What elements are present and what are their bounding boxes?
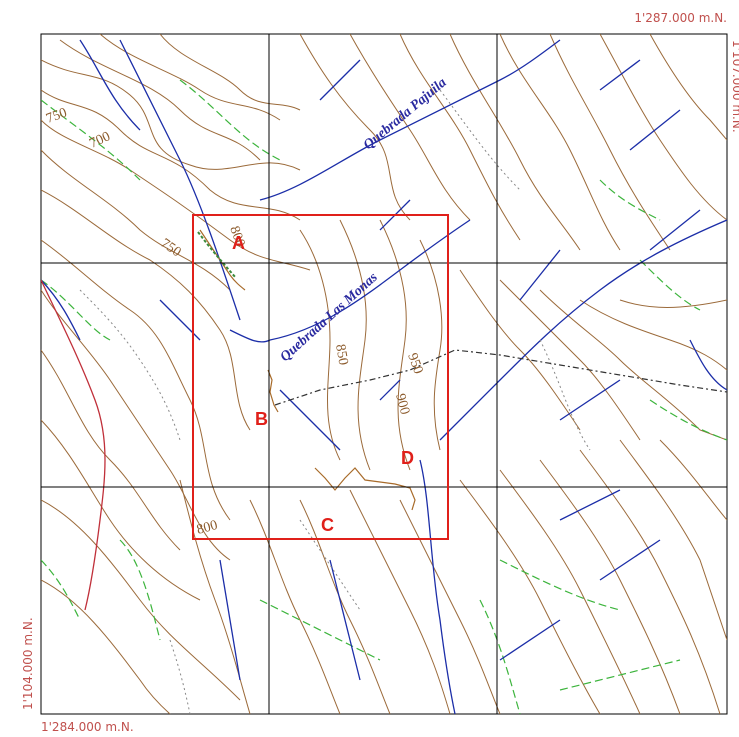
study-area-boundary — [192, 214, 449, 540]
point-label-a: A — [232, 233, 245, 253]
vegetation-lines — [41, 79, 727, 714]
contour-lines — [41, 34, 727, 714]
site-features — [199, 229, 416, 511]
trails — [79, 89, 591, 714]
contour-label: 750 — [44, 105, 69, 126]
contour-label: 800 — [195, 518, 219, 538]
map-frame — [40, 33, 728, 715]
contour-label: 800 — [226, 224, 247, 249]
point-label-d: D — [401, 448, 414, 468]
road — [274, 349, 727, 406]
coordinate-label-left-side: 1'104.000 m.N. — [21, 617, 35, 710]
coordinate-grid — [41, 34, 727, 714]
coordinate-label-top-right: 1'287.000 m.N. — [634, 11, 727, 25]
contour-label: 850 — [332, 343, 350, 366]
coordinate-label-bottom-left: 1'284.000 m.N. — [41, 720, 134, 734]
point-label-c: C — [321, 515, 334, 535]
point-label-b: B — [255, 409, 268, 429]
contour-label: 900 — [392, 392, 412, 416]
coordinate-label-right-side: 1'107.000 m.N. — [730, 40, 739, 133]
red-river — [41, 279, 106, 611]
contour-label: 950 — [404, 351, 425, 376]
